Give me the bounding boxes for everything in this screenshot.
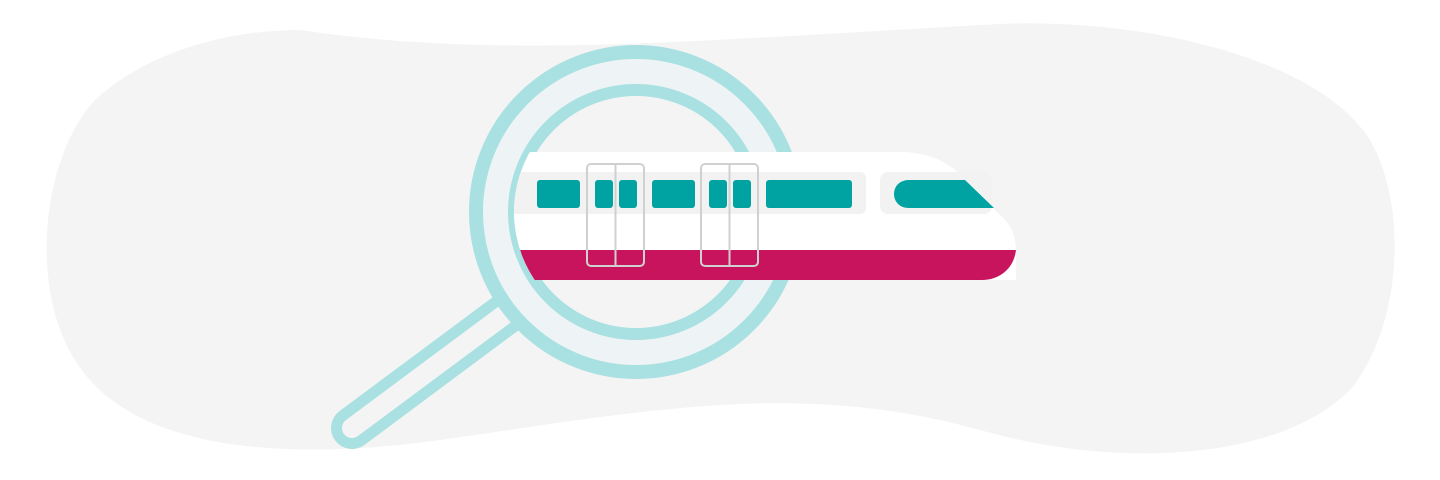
train-window [619, 180, 637, 208]
train-window [652, 180, 695, 208]
magnifier-handle-inner [342, 302, 518, 438]
train-window [733, 180, 751, 208]
train-window [537, 180, 580, 208]
train-icon [514, 152, 1016, 280]
train-window [766, 180, 852, 208]
train-window [595, 180, 613, 208]
train-stripe [640, 250, 1016, 280]
train-window [709, 180, 727, 208]
train-windshield [894, 180, 994, 208]
